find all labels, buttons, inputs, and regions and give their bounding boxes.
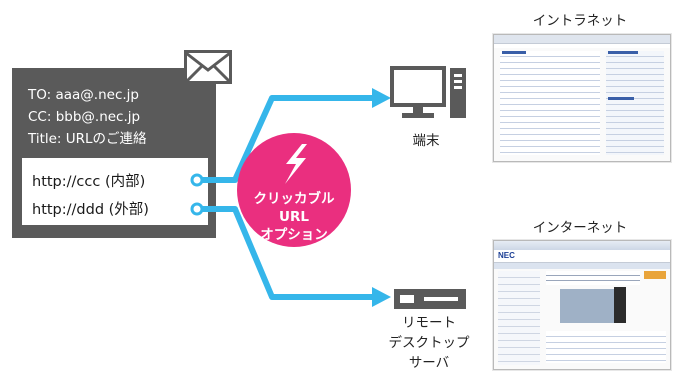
internet-server-photo bbox=[614, 287, 626, 323]
email-title: Title: URLのご連絡 bbox=[28, 131, 147, 147]
remote-label-line-2: デスクトップ bbox=[388, 335, 470, 351]
desktop-computer-icon bbox=[390, 66, 466, 118]
intranet-toolbar bbox=[494, 35, 670, 44]
internet-left-nav bbox=[498, 271, 540, 365]
internet-title: インターネット bbox=[532, 220, 628, 236]
badge-line-1: クリッカブル bbox=[253, 191, 335, 207]
remote-label-line-1: リモート bbox=[402, 315, 456, 331]
email-cc: CC: bbb@.nec.jp bbox=[28, 109, 141, 125]
remote-label-line-3: サーバ bbox=[408, 355, 450, 371]
internet-logo: NEC bbox=[498, 251, 515, 260]
arrow-to-terminal bbox=[197, 95, 372, 183]
badge-line-2: URL bbox=[279, 209, 309, 225]
internet-highlight-box bbox=[644, 271, 666, 279]
connector-dot-internal bbox=[190, 173, 204, 187]
internet-browser-bar bbox=[494, 241, 670, 250]
clickable-url-badge bbox=[237, 133, 351, 247]
email-to: TO: aaa@.nec.jp bbox=[28, 87, 139, 103]
connector-dot-external bbox=[190, 202, 204, 216]
email-header: TO: aaa@.nec.jp CC: bbb@.nec.jp Title: U… bbox=[28, 84, 208, 150]
badge-text: クリッカブル URL オプション bbox=[240, 190, 348, 244]
server-icon bbox=[394, 289, 466, 309]
envelope-icon bbox=[184, 50, 232, 84]
internet-screenshot: NEC bbox=[493, 240, 671, 370]
remote-server-label: リモート デスクトップ サーバ bbox=[374, 313, 484, 373]
link-internal[interactable]: http://ccc (内部) bbox=[32, 174, 146, 190]
intranet-main-content bbox=[500, 51, 600, 155]
internet-site-header: NEC bbox=[494, 250, 670, 263]
badge-line-3: オプション bbox=[260, 227, 328, 243]
intranet-title: イントラネット bbox=[532, 13, 628, 29]
lightning-icon bbox=[285, 144, 307, 184]
arrow-to-remote bbox=[197, 206, 372, 300]
intranet-side-panel bbox=[606, 51, 664, 155]
arrowhead-terminal bbox=[372, 88, 391, 108]
intranet-screenshot bbox=[493, 34, 671, 162]
link-external[interactable]: http://ddd (外部) bbox=[32, 202, 149, 218]
email-links-box bbox=[22, 158, 208, 225]
arrowhead-remote bbox=[372, 287, 391, 307]
terminal-label: 端末 bbox=[412, 133, 440, 149]
